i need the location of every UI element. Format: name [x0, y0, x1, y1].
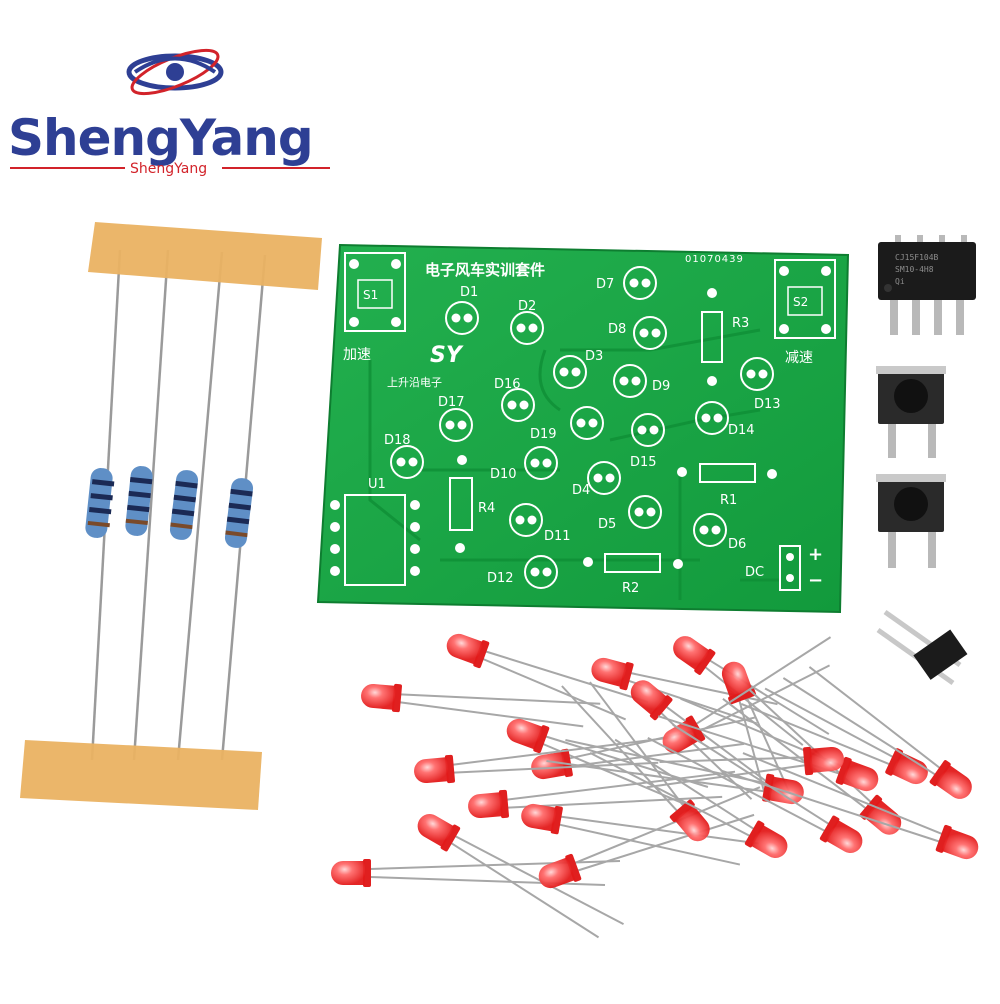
label-speed-down: 减速 [785, 350, 813, 366]
resistor-strip [20, 222, 322, 810]
led-pad-label: D11 [544, 529, 571, 544]
led-pad-label: D1 [460, 285, 478, 300]
label-r1: R1 [720, 493, 737, 508]
led-pad: D16 [494, 377, 535, 422]
red-led [417, 814, 624, 939]
led-pad-label: D17 [438, 395, 465, 410]
led-pad-label: D16 [494, 377, 521, 392]
led-pad: D11 [509, 503, 571, 544]
red-led [521, 803, 759, 866]
red-led [446, 633, 649, 721]
resistor-pad-r1: R1 [677, 463, 777, 508]
pcb-serial: 01070439 [685, 254, 744, 265]
resistor [169, 470, 199, 540]
brand-name: ShengYang [8, 109, 313, 167]
red-led [782, 666, 972, 799]
ic-marking-line2: SM10-4H8 [895, 265, 934, 274]
pcb-board: 电子风车实训套件 01070439 S1 加速 S2 减速 SY 上升沿电子 [316, 243, 850, 614]
ic-chip: CJ15F104B SM10-4H8 Qi [878, 235, 976, 335]
ic-socket-u1: U1 [330, 477, 420, 586]
ic-marking-line3: Qi [895, 277, 905, 286]
resistor [85, 468, 115, 538]
red-led [468, 770, 736, 819]
led-pad: D17 [438, 395, 473, 442]
resistor [125, 466, 153, 536]
led-pad: D3 [553, 349, 603, 389]
red-led [720, 752, 979, 860]
led-pad-label: D15 [630, 455, 657, 470]
led-pad: D4 [572, 461, 621, 498]
red-led [538, 786, 761, 889]
led-pad-label: D2 [518, 299, 536, 314]
switch-s1-pad: S1 [344, 252, 406, 332]
label-s2: S2 [793, 295, 808, 309]
led-pad-label: D18 [384, 433, 411, 448]
led-pad: D19 [530, 406, 604, 442]
resistor-pad-r2: R2 [583, 553, 683, 596]
label-s1: S1 [363, 288, 378, 302]
red-led [740, 687, 928, 785]
push-button [876, 474, 946, 568]
ic-marking-line1: CJ15F104B [895, 253, 939, 262]
red-led [647, 723, 863, 853]
label-r4: R4 [478, 501, 495, 516]
tape-top [88, 222, 322, 290]
label-u1: U1 [368, 477, 386, 492]
resistor [224, 478, 254, 548]
brand-logo: ShengYang ShengYang [8, 48, 330, 177]
led-pad: D14 [695, 401, 755, 438]
label-r3: R3 [732, 316, 749, 331]
label-plus: + [808, 544, 823, 565]
led-pad-label: D4 [572, 483, 590, 498]
brand-subtitle: ShengYang [130, 161, 207, 177]
company-name: 上升沿电子 [387, 376, 442, 389]
led-pad-label: D10 [490, 467, 517, 482]
led-pad-label: D9 [652, 379, 670, 394]
red-led [662, 636, 832, 753]
led-pad-label: D14 [728, 423, 755, 438]
led-pad: D5 [598, 495, 662, 532]
led-pad-label: D5 [598, 517, 616, 532]
led-pad: D10 [490, 446, 558, 482]
led-pad-label: D12 [487, 571, 514, 586]
tape-bottom [20, 740, 262, 810]
led-pile [331, 633, 979, 939]
led-pad: D13 [740, 357, 781, 412]
led-pad: D1 [445, 285, 479, 335]
pcb-title: 电子风车实训套件 [425, 261, 545, 279]
led-pad: D9 [613, 364, 670, 398]
led-pad-label: D7 [596, 277, 614, 292]
led-pad: D15 [630, 413, 665, 470]
label-minus: − [808, 570, 823, 591]
led-pad-label: D6 [728, 537, 746, 552]
push-button [876, 366, 946, 458]
red-led [589, 738, 788, 858]
led-pad: D7 [596, 266, 657, 300]
company-logo-mark: SY [430, 343, 464, 368]
resistor-pad-r3: R3 [701, 288, 749, 386]
led-pad-label: D13 [754, 397, 781, 412]
led-pad: D12 [487, 555, 558, 589]
red-led [646, 746, 844, 789]
led-pad-label: D19 [530, 427, 557, 442]
led-pad: D6 [693, 513, 746, 552]
led-pad-label: D8 [608, 322, 626, 337]
led-pad: D18 [384, 433, 424, 479]
red-led [673, 636, 830, 746]
resistor-pad-r4: R4 [449, 455, 495, 553]
label-r2: R2 [622, 581, 639, 596]
dc-connector-pad: DC + − [745, 544, 823, 591]
led-pad: D2 [510, 299, 544, 345]
switch-s2-pad: S2 [774, 259, 836, 339]
led-pad: D8 [608, 316, 667, 350]
led-pad-label: D3 [585, 349, 603, 364]
header-pins [876, 609, 968, 686]
eye-icon [126, 48, 224, 96]
label-dc: DC [745, 565, 764, 580]
label-speed-up: 加速 [343, 347, 371, 363]
red-led [361, 683, 601, 728]
